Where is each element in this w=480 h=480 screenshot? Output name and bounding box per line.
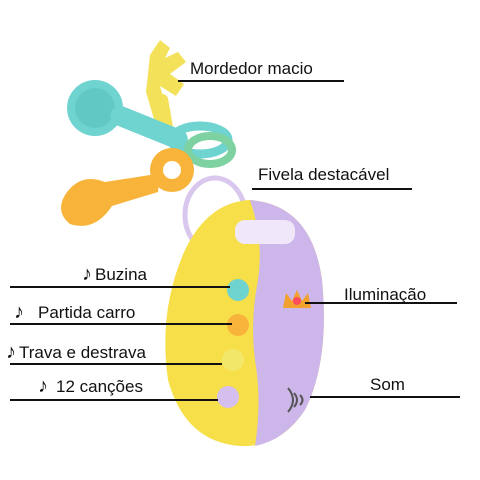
sound-wave-icon xyxy=(287,387,304,413)
light-callout-line xyxy=(305,302,457,304)
start-label: Partida carro xyxy=(38,303,136,322)
clasp-callout-line xyxy=(252,188,412,190)
teal-teether xyxy=(67,80,188,150)
toy-buttons xyxy=(217,279,249,408)
teether-label: Mordedor macio xyxy=(190,59,313,78)
horn-label-row: ♪Buzina xyxy=(82,264,147,284)
start-callout-line xyxy=(10,323,232,325)
horn-callout-line xyxy=(10,286,230,288)
lock-label: Trava e destrava xyxy=(19,343,146,362)
sound-label: Som xyxy=(370,375,405,394)
songs-label: 12 canções xyxy=(56,377,143,396)
clasp-label: Fivela destacável xyxy=(258,165,390,184)
music-note-icon: ♪ xyxy=(6,341,16,363)
orange-teether xyxy=(61,148,194,226)
lock-callout-line xyxy=(10,363,222,365)
horn-label: Buzina xyxy=(95,265,147,284)
light-label: Iluminação xyxy=(344,285,427,304)
lock-label-row: ♪Trava e destrava xyxy=(6,342,146,362)
start-label-row: ♪ Partida carro xyxy=(14,302,135,322)
crown-light-icon xyxy=(283,290,311,308)
music-note-icon: ♪ xyxy=(14,301,24,323)
songs-label-row: ♪ 12 canções xyxy=(38,376,143,396)
teether-callout-line xyxy=(178,80,344,82)
sound-callout-line xyxy=(310,396,460,398)
music-note-icon: ♪ xyxy=(38,375,48,397)
songs-callout-line xyxy=(10,399,218,401)
music-note-icon: ♪ xyxy=(82,263,92,285)
